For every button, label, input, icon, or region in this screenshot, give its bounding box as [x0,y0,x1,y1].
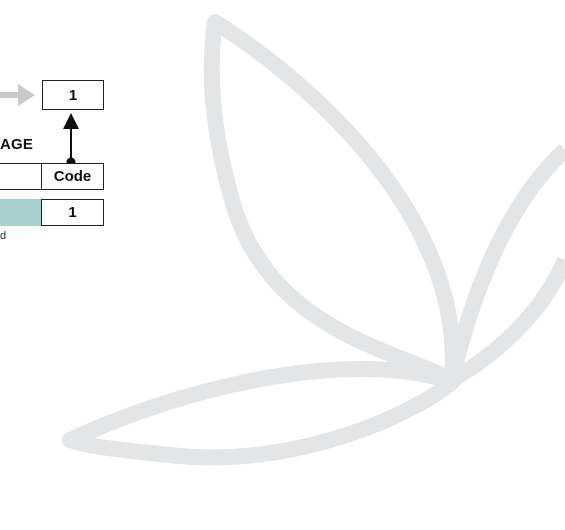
watermark-leaf-upper [203,14,461,388]
footnote-fragment: d [0,230,7,242]
bottom-value-box: 1 [41,199,104,226]
header-label: AGE [0,136,34,153]
code-cell-label: Code [53,168,92,185]
code-cell: Code [41,163,104,190]
grey-arrow-head [18,84,35,106]
bottom-value-text: 1 [68,204,77,221]
watermark-leaf-lower [62,361,460,466]
watermark-leaf-right [444,144,565,388]
top-value-box: 1 [42,80,104,110]
empty-cell [0,163,42,190]
code-link-arrowhead [63,113,79,129]
top-value-text: 1 [68,86,78,104]
teal-cell [0,199,42,226]
